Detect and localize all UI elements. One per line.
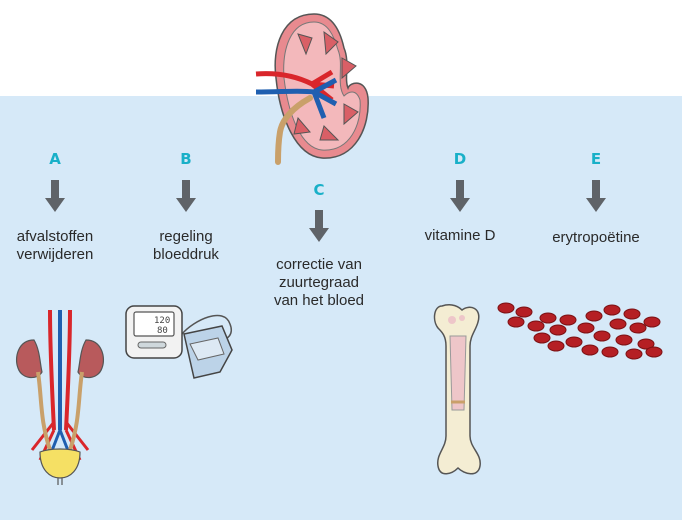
label-line: afvalstoffen xyxy=(16,228,94,245)
bone-illustration xyxy=(433,304,481,475)
monitor-diastolic: 80 xyxy=(157,326,168,336)
label-line: regeling xyxy=(159,228,213,245)
label-line: correctie van xyxy=(276,256,362,273)
arrow-down-icon xyxy=(176,180,196,212)
monitor-systolic: 120 xyxy=(154,316,170,326)
letter-d: D xyxy=(453,150,467,168)
arrow-down-icon xyxy=(586,180,606,212)
label-correctie: correctie van zuurtegraad van het bloed xyxy=(254,256,384,310)
label-afvalstoffen: afvalstoffen verwijderen xyxy=(0,228,110,264)
kidney-cross-section-illustration xyxy=(255,13,369,165)
arrow-down-icon xyxy=(450,180,470,212)
blood-pressure-monitor-illustration: 120 80 xyxy=(125,305,233,379)
letter-b: B xyxy=(180,150,192,168)
arrow-down-icon xyxy=(309,210,329,242)
urinary-system-illustration xyxy=(15,309,105,485)
label-line: zuurtegraad xyxy=(278,274,360,291)
letter-a: A xyxy=(49,150,61,168)
label-line: verwijderen xyxy=(16,246,94,263)
red-blood-cells-illustration xyxy=(497,302,663,360)
label-erytropoetine: erytropoëtine xyxy=(531,229,661,247)
label-vitamine-d: vitamine D xyxy=(405,227,515,245)
arrow-down-icon xyxy=(45,180,65,212)
label-line: bloeddruk xyxy=(153,246,219,263)
label-line: vitamine D xyxy=(424,227,496,244)
letter-e: E xyxy=(590,150,602,168)
label-line: van het bloed xyxy=(273,292,365,309)
label-line: erytropoëtine xyxy=(552,229,640,246)
light-blue-panel xyxy=(0,96,682,520)
letter-c: C xyxy=(313,181,325,199)
label-regeling: regeling bloeddruk xyxy=(131,228,241,264)
